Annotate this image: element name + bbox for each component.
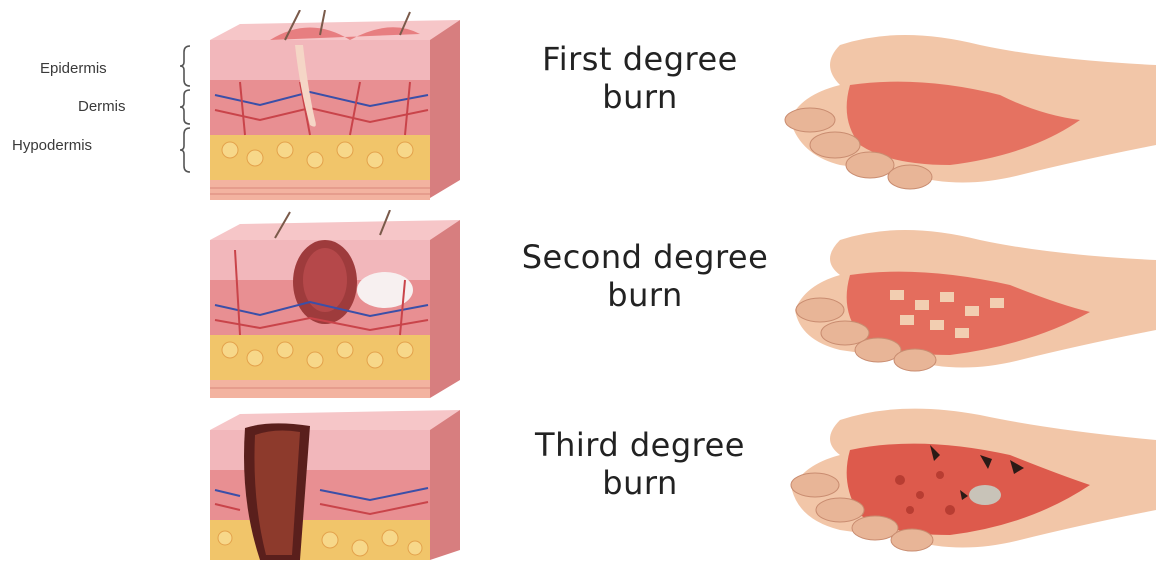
first-degree-title-line1: First degree: [490, 40, 790, 78]
skin-section-third-degree: [200, 400, 465, 565]
third-degree-title-line1: Third degree: [490, 426, 790, 464]
hand-third-degree: [780, 400, 1156, 560]
dermis-brace: [178, 88, 194, 126]
epidermis-brace: [178, 44, 194, 88]
hand-second-degree: [780, 220, 1156, 380]
second-degree-title-line2: burn: [480, 276, 810, 314]
dermis-label: Dermis: [78, 98, 126, 115]
hypodermis-label: Hypodermis: [12, 137, 92, 154]
second-degree-title: Second degree burn: [480, 238, 810, 314]
epidermis-label: Epidermis: [40, 60, 107, 77]
skin-section-second-degree: [200, 210, 465, 405]
third-degree-title-line2: burn: [490, 464, 790, 502]
first-degree-title: First degree burn: [490, 40, 790, 116]
third-degree-title: Third degree burn: [490, 426, 790, 502]
second-degree-title-line1: Second degree: [480, 238, 810, 276]
first-degree-title-line2: burn: [490, 78, 790, 116]
hand-first-degree: [780, 25, 1156, 195]
hypodermis-brace: [178, 126, 194, 174]
skin-section-first-degree: [200, 10, 465, 205]
